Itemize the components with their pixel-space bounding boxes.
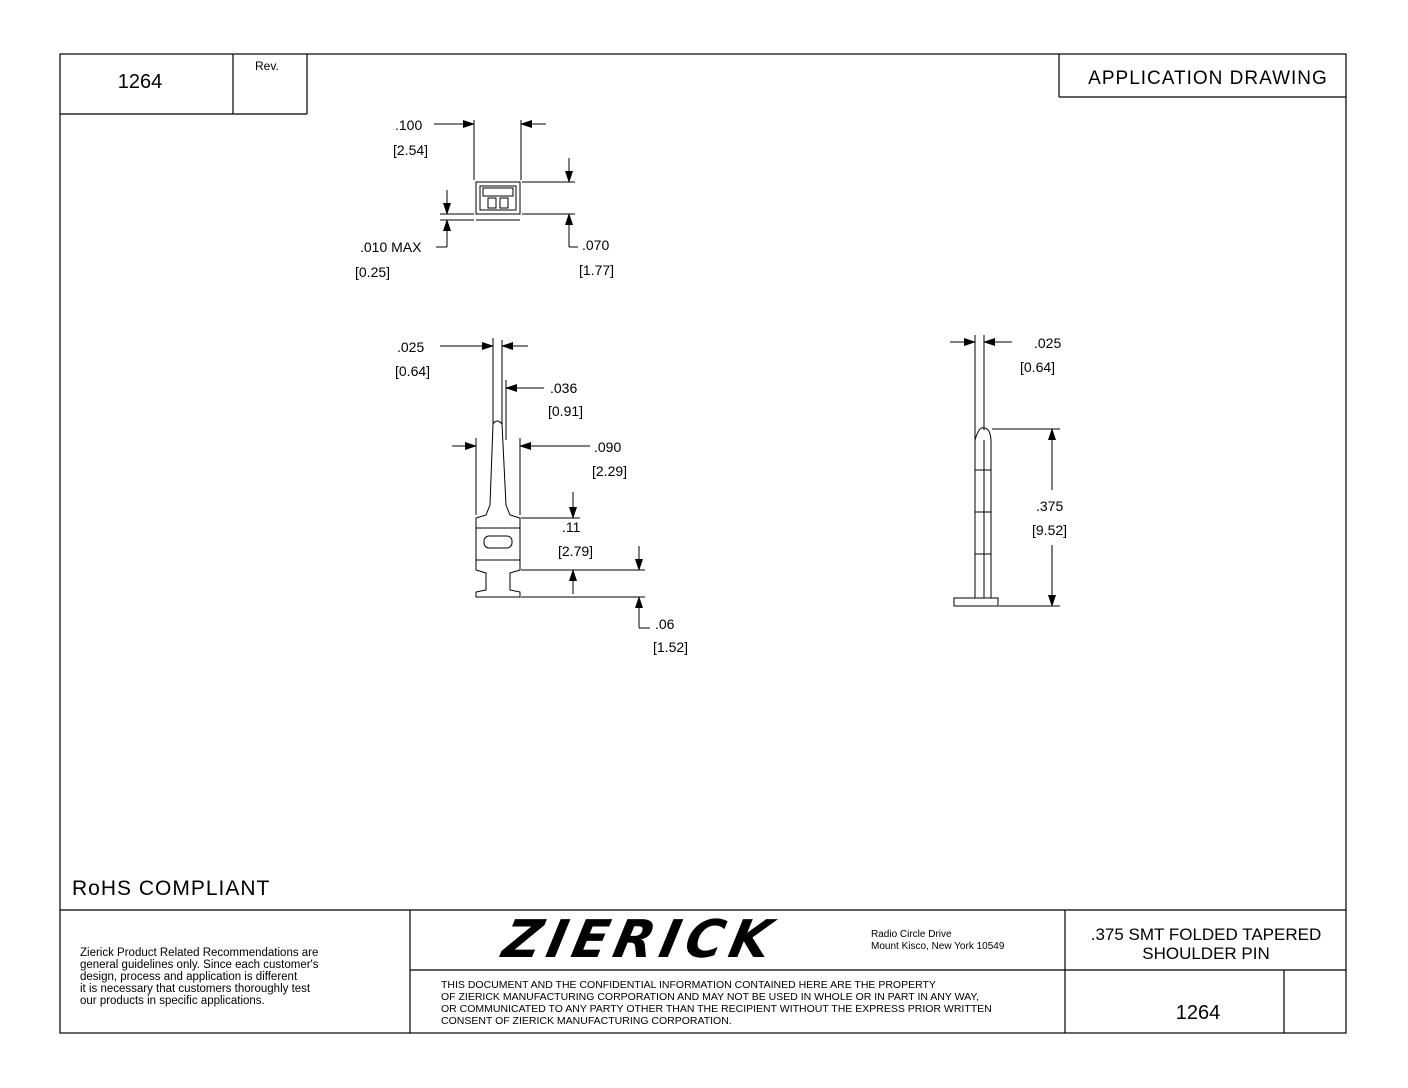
dim-top-gap-mm: [0.25] [355,264,390,280]
side-view [950,335,1060,607]
confidential-line: OF ZIERICK MANUFACTURING CORPORATION AND… [441,991,979,1003]
rohs-label: RoHS COMPLIANT [72,877,270,900]
zierick-logo: ZIERICK [496,910,783,970]
dim-front-base-mm: [1.52] [653,639,688,655]
dim-front-shoulder: .11 [562,519,581,535]
drawing-title-line2: SHOULDER PIN [1142,944,1270,963]
title-block-part-number: 1264 [1176,1002,1221,1024]
header-part-number: 1264 [118,71,163,93]
dim-front-tip: .025 [397,339,424,355]
title-block [60,909,1346,1033]
front-view-pin [492,340,503,426]
dim-top-height-mm: [1.77] [579,262,614,278]
confidential-line: CONSENT OF ZIERICK MANUFACTURING CORPORA… [441,1015,732,1027]
drawing-title-line1: .375 SMT FOLDED TAPERED [1091,925,1322,944]
dim-top-width: .100 [395,117,422,133]
dim-front-body-mm: [2.29] [592,463,627,479]
dim-side-length-mm: [9.52] [1032,522,1067,538]
address-line2: Mount Kisco, New York 10549 [871,941,1005,952]
confidential-line: OR COMMUNICATED TO ANY PARTY OTHER THAN … [441,1003,992,1015]
dim-front-neck: .036 [550,380,577,396]
dim-front-tip-mm: [0.64] [395,363,430,379]
drawing-border [59,53,1347,1034]
address-line1: Radio Circle Drive [871,929,952,940]
disclaimer-line: Zierick Product Related Recommendations … [80,947,318,959]
dim-front-neck-mm: [0.91] [548,403,583,419]
dim-top-width-mm: [2.54] [393,142,428,158]
disclaimer-line: general guidelines only. Since each cust… [80,959,319,971]
header-drawing-type: APPLICATION DRAWING [1088,68,1328,89]
confidential-line: THIS DOCUMENT AND THE CONFIDENTIAL INFOR… [441,979,936,991]
side-view-pin [974,335,985,598]
dim-top-height: .070 [582,237,609,253]
header-rev-label: Rev. [255,59,279,73]
dim-front-shoulder-mm: [2.79] [558,543,593,559]
dim-front-body: .090 [594,439,621,455]
top-view [434,120,578,248]
disclaimer-line: our products in specific applications. [80,995,265,1007]
dim-side-thickness-mm: [0.64] [1020,359,1055,375]
dim-top-gap: .010 MAX [360,239,422,255]
disclaimer-line: design, process and application is diffe… [80,971,298,983]
front-view [440,338,650,629]
top-view-outline [475,181,521,215]
dim-front-base: .06 [655,616,675,632]
logo-text: ZIERICK [496,910,783,970]
dim-side-thickness: .025 [1034,335,1061,351]
dim-side-length: .375 [1036,498,1063,514]
disclaimer-line: it is necessary that customers thoroughl… [80,983,311,995]
